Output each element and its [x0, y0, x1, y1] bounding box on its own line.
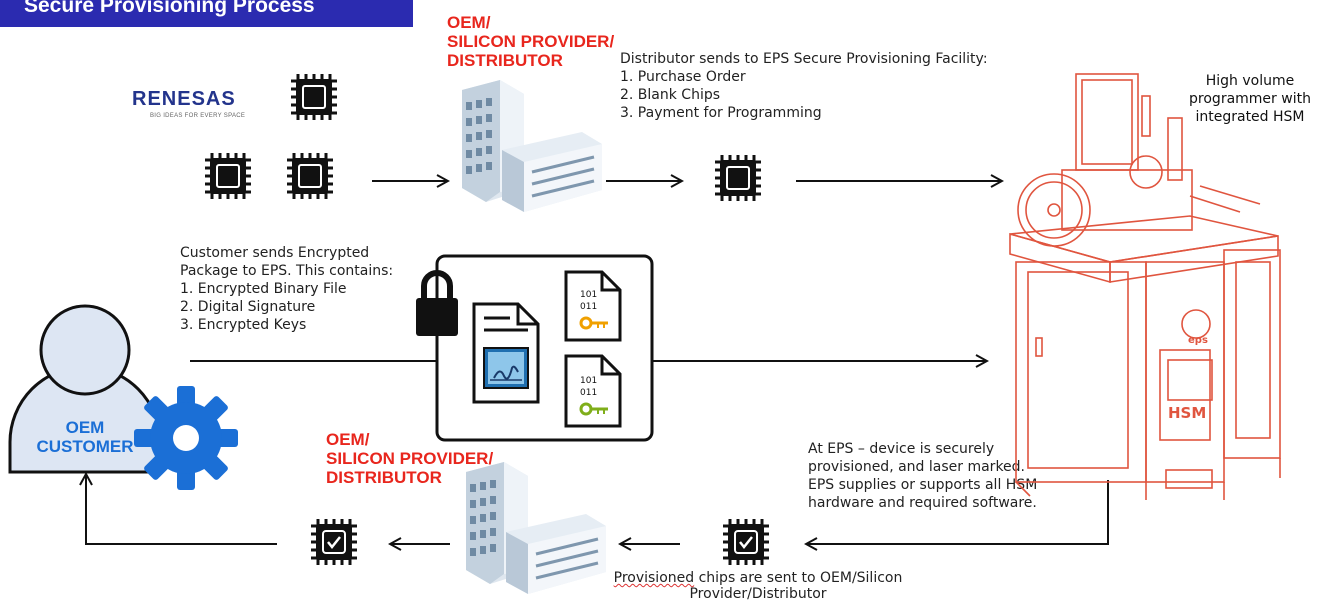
- hsm-icon: HSM: [1167, 359, 1213, 422]
- blank-chip-icon: [285, 151, 335, 201]
- building-icon: [464, 460, 608, 596]
- svg-text:HSM: HSM: [1168, 404, 1206, 422]
- gear-icon: [134, 386, 238, 490]
- oem-top-label: OEM/ SILICON PROVIDER/ DISTRIBUTOR: [447, 13, 615, 70]
- provisioned-text: Provisioned chips are sent to OEM/Silico…: [613, 570, 903, 602]
- oem-customer-label: OEM CUSTOMER: [36, 418, 134, 456]
- eps-text: At EPS – device is securely provisioned,…: [808, 441, 1038, 511]
- signed-document-icon: [472, 302, 540, 404]
- building-icon: [460, 78, 604, 214]
- distributor-text: Distributor sends to EPS Secure Provisio…: [620, 51, 988, 121]
- customer-text: Customer sends Encrypted Package to EPS.…: [180, 245, 394, 333]
- eps-logo-icon: eps: [1181, 309, 1211, 346]
- key-file-icon: 101 011: [564, 270, 622, 342]
- blank-chip-icon: [203, 151, 253, 201]
- renesas-logo: RENESAS: [132, 88, 236, 110]
- key-file-icon: 101 011: [564, 354, 622, 428]
- arrow-from-programmer: [806, 480, 1109, 544]
- blank-chip-icon: [713, 153, 763, 203]
- customer-avatar-icon: [8, 304, 162, 474]
- blank-chip-icon: [289, 72, 339, 122]
- page-title: Secure Provisioning Process: [24, 0, 315, 17]
- svg-text:011: 011: [580, 388, 597, 398]
- padlock-icon: [416, 270, 458, 336]
- arrow-to-customer: [86, 474, 277, 545]
- machine-caption: High volume programmer with integrated H…: [1189, 73, 1311, 125]
- provisioned-chip-icon: [721, 517, 771, 567]
- provisioned-chip-icon: [309, 517, 359, 567]
- svg-text:101: 101: [580, 290, 597, 300]
- programmer-machine-icon: [1009, 73, 1281, 500]
- oem-bottom-label: OEM/ SILICON PROVIDER/ DISTRIBUTOR: [326, 430, 494, 487]
- renesas-tagline: BIG IDEAS FOR EVERY SPACE: [150, 113, 246, 119]
- svg-text:011: 011: [580, 302, 597, 312]
- svg-text:eps: eps: [1188, 335, 1208, 346]
- title-banner: Secure Provisioning Process: [0, 0, 413, 27]
- svg-text:101: 101: [580, 376, 597, 386]
